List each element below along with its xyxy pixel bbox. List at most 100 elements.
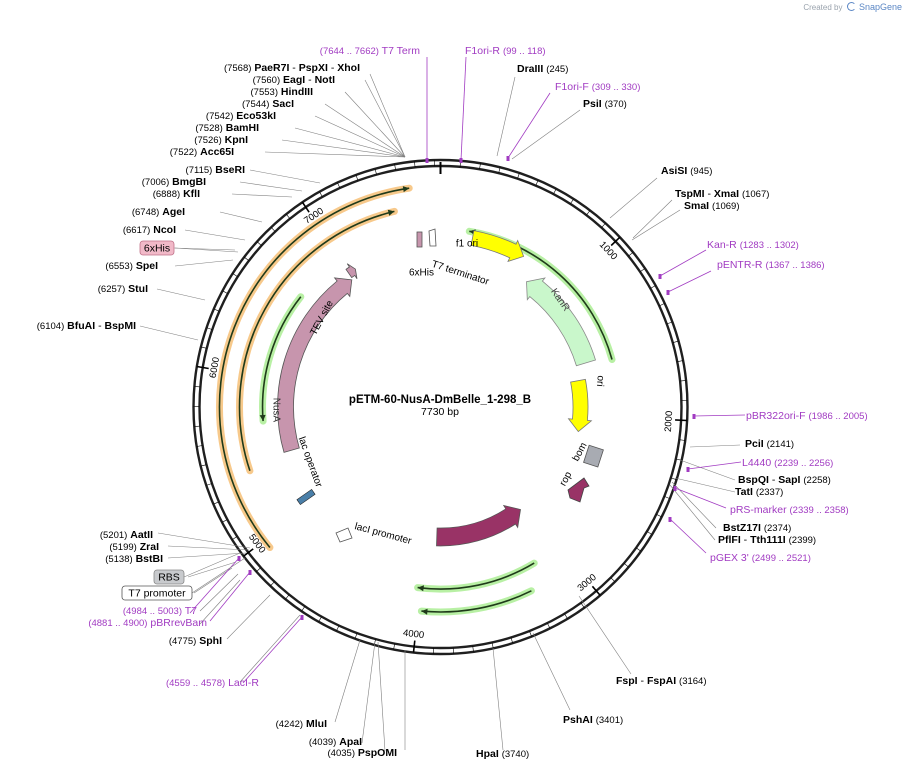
leader-line: [669, 484, 716, 541]
leader-line: [167, 552, 247, 559]
minor-tick: [564, 613, 568, 619]
enzyme-name: BfuAI: [67, 320, 95, 332]
site-position: (6257): [98, 284, 125, 295]
t7-terminator-label: T7 terminator: [430, 259, 491, 288]
site-position: (2258): [803, 475, 830, 486]
minor-tick: [479, 163, 481, 170]
enzyme-name: SphI: [199, 635, 222, 647]
enzyme-name: PciI: [745, 438, 764, 450]
enzyme-site-label: BspQI - SapI (2258): [738, 474, 831, 486]
enzyme-site-label: (7542) Eco53kI: [206, 110, 276, 122]
feature-laci: [436, 504, 521, 547]
ori-label: ori: [594, 375, 606, 387]
primer-label: F1ori-F (309 .. 330): [555, 81, 640, 93]
enzyme-site-label: (6888) KflI: [153, 188, 200, 200]
primer-range: (2499 .. 2521): [752, 553, 811, 564]
map-center-title: pETM-60-NusA-DmBelle_1-298_B 7730 bp: [349, 394, 531, 418]
site-position: (7542): [206, 111, 233, 122]
enzyme-site-label: TspMI - XmaI (1067): [675, 188, 769, 200]
six-his-feature-label: 6xHis: [409, 268, 434, 279]
leader-line: [239, 181, 303, 192]
primer-site-mark: [658, 274, 662, 279]
enzyme-name: TspMI: [675, 188, 705, 200]
primer-bars: [237, 156, 696, 620]
site-position: (7560): [253, 75, 280, 86]
enzyme-name: Tth111I: [750, 534, 786, 546]
site-position: (5201): [100, 530, 127, 541]
enzyme-name: PflFI: [718, 534, 741, 546]
leader-line: [139, 325, 199, 341]
site-position: (7553): [251, 87, 278, 98]
nusa-label: NusA: [270, 398, 281, 423]
leader-line: [226, 594, 271, 640]
primer-range: (7644 .. 7662): [320, 46, 379, 57]
minor-tick: [680, 380, 687, 382]
enzyme-site-label: PsiI (370): [583, 98, 627, 110]
orf-arc-inner-glow: [236, 207, 398, 475]
enzyme-name: XmaI: [714, 188, 739, 200]
site-position: (6617): [123, 225, 150, 236]
minor-tick: [270, 581, 275, 587]
site-position: (7526): [194, 135, 221, 146]
minor-tick: [285, 594, 290, 600]
site-position: (245): [546, 64, 568, 75]
primer-range: (4881 .. 4900): [88, 618, 147, 629]
enzyme-name: ApaI: [339, 736, 362, 748]
major-tick: [301, 201, 310, 213]
plasmid-name: pETM-60-NusA-DmBelle_1-298_B: [349, 394, 531, 406]
minor-tick: [196, 445, 203, 447]
minor-tick: [319, 191, 323, 198]
enzyme-name: PspXI: [299, 62, 328, 74]
enzyme-name: BstBI: [136, 553, 164, 565]
major-tick: [196, 365, 209, 370]
site-position: (3401): [596, 715, 623, 726]
orf-arc-bottom-inner-arrowhead: [417, 585, 424, 592]
minor-tick: [623, 562, 629, 568]
site-position: (6888): [153, 189, 180, 200]
enzyme-name: BstZ17I: [723, 522, 761, 534]
minor-tick: [221, 519, 228, 523]
primer-range: (2239 .. 2256): [774, 458, 833, 469]
f1-ori-label: f1 ori: [456, 239, 478, 250]
minor-tick: [244, 256, 250, 261]
primer-site-mark: [300, 615, 304, 620]
leader-line: [631, 209, 681, 241]
major-tick: [675, 419, 688, 422]
site-position: (6748): [132, 207, 159, 218]
major-tick: [412, 640, 416, 653]
tick-label: 6000: [208, 356, 222, 379]
minor-tick: [535, 179, 539, 186]
minor-tick: [213, 501, 220, 505]
primer-label: pENTR-R (1367 .. 1386): [717, 259, 825, 271]
enzyme-name: PspOMI: [358, 747, 397, 759]
orf-arc-bottom-outer-arrowhead: [421, 608, 428, 615]
minor-tick: [231, 536, 238, 540]
site-position: (945): [690, 166, 712, 177]
enzyme-site-label: (4775) SphI: [169, 635, 222, 647]
primer-name: pBR322ori-F: [746, 410, 806, 422]
orf-arc-inner: [238, 210, 395, 472]
enzyme-name: BamHI: [226, 122, 259, 134]
orf-arc-inner-arrowhead: [387, 209, 395, 216]
minor-tick: [213, 308, 220, 312]
minor-tick: [517, 172, 520, 179]
minor-tick: [318, 616, 322, 622]
site-position: (7522): [170, 147, 197, 158]
primer-name: pENTR-R: [717, 259, 763, 271]
enzyme-site-label: PciI (2141): [745, 438, 794, 450]
primer-range: (1283 .. 1302): [740, 240, 799, 251]
snapgene-credit: Created by SnapGene: [803, 2, 902, 12]
enzyme-name: SmaI: [684, 200, 709, 212]
primer-leader-line: [507, 92, 551, 159]
orf-arc-left-arrowhead: [259, 414, 266, 422]
primer-label: (4984 .. 5003) T7: [123, 605, 197, 617]
enzyme-name: XhoI: [337, 62, 360, 74]
minor-tick: [472, 645, 474, 652]
enzyme-site-label: (7115) BseRI: [186, 164, 246, 176]
primer-label: (7644 .. 7662) T7 Term: [320, 45, 420, 57]
leader-line: [632, 199, 673, 239]
leader-line: [173, 247, 236, 251]
feature-lac-operator-box: [296, 488, 316, 506]
backbone: [192, 158, 689, 656]
primer-range: (99 .. 118): [503, 46, 546, 57]
